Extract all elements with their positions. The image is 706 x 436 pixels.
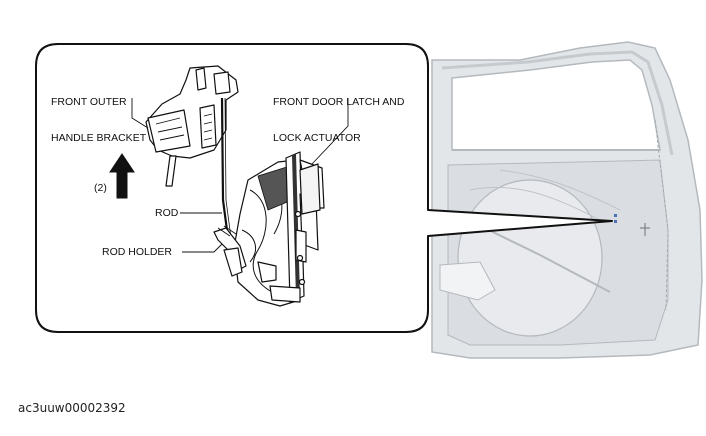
figure-id-caption: ac3uuw00002392: [18, 401, 126, 415]
label-handle-bracket: FRONT OUTER HANDLE BRACKET: [51, 72, 146, 168]
label-latch-actuator-line1: FRONT DOOR LATCH AND: [273, 96, 405, 108]
label-latch-actuator: FRONT DOOR LATCH AND LOCK ACTUATOR: [273, 72, 404, 168]
front-outer-handle-bracket: [145, 65, 239, 187]
label-handle-bracket-line1: FRONT OUTER: [51, 96, 127, 108]
up-arrow-icon: [109, 153, 135, 199]
front-door-panel: [431, 41, 703, 359]
label-rod: ROD: [155, 207, 179, 219]
rod: [220, 97, 232, 239]
rod-holder: [213, 225, 247, 277]
label-step-number: (2): [94, 182, 107, 194]
leader-lines: [131, 98, 349, 253]
label-latch-actuator-line2: LOCK ACTUATOR: [273, 132, 361, 144]
front-door-latch-actuator: [233, 151, 325, 307]
label-rod-holder: ROD HOLDER: [102, 246, 173, 258]
label-handle-bracket-line2: HANDLE BRACKET: [51, 132, 147, 144]
